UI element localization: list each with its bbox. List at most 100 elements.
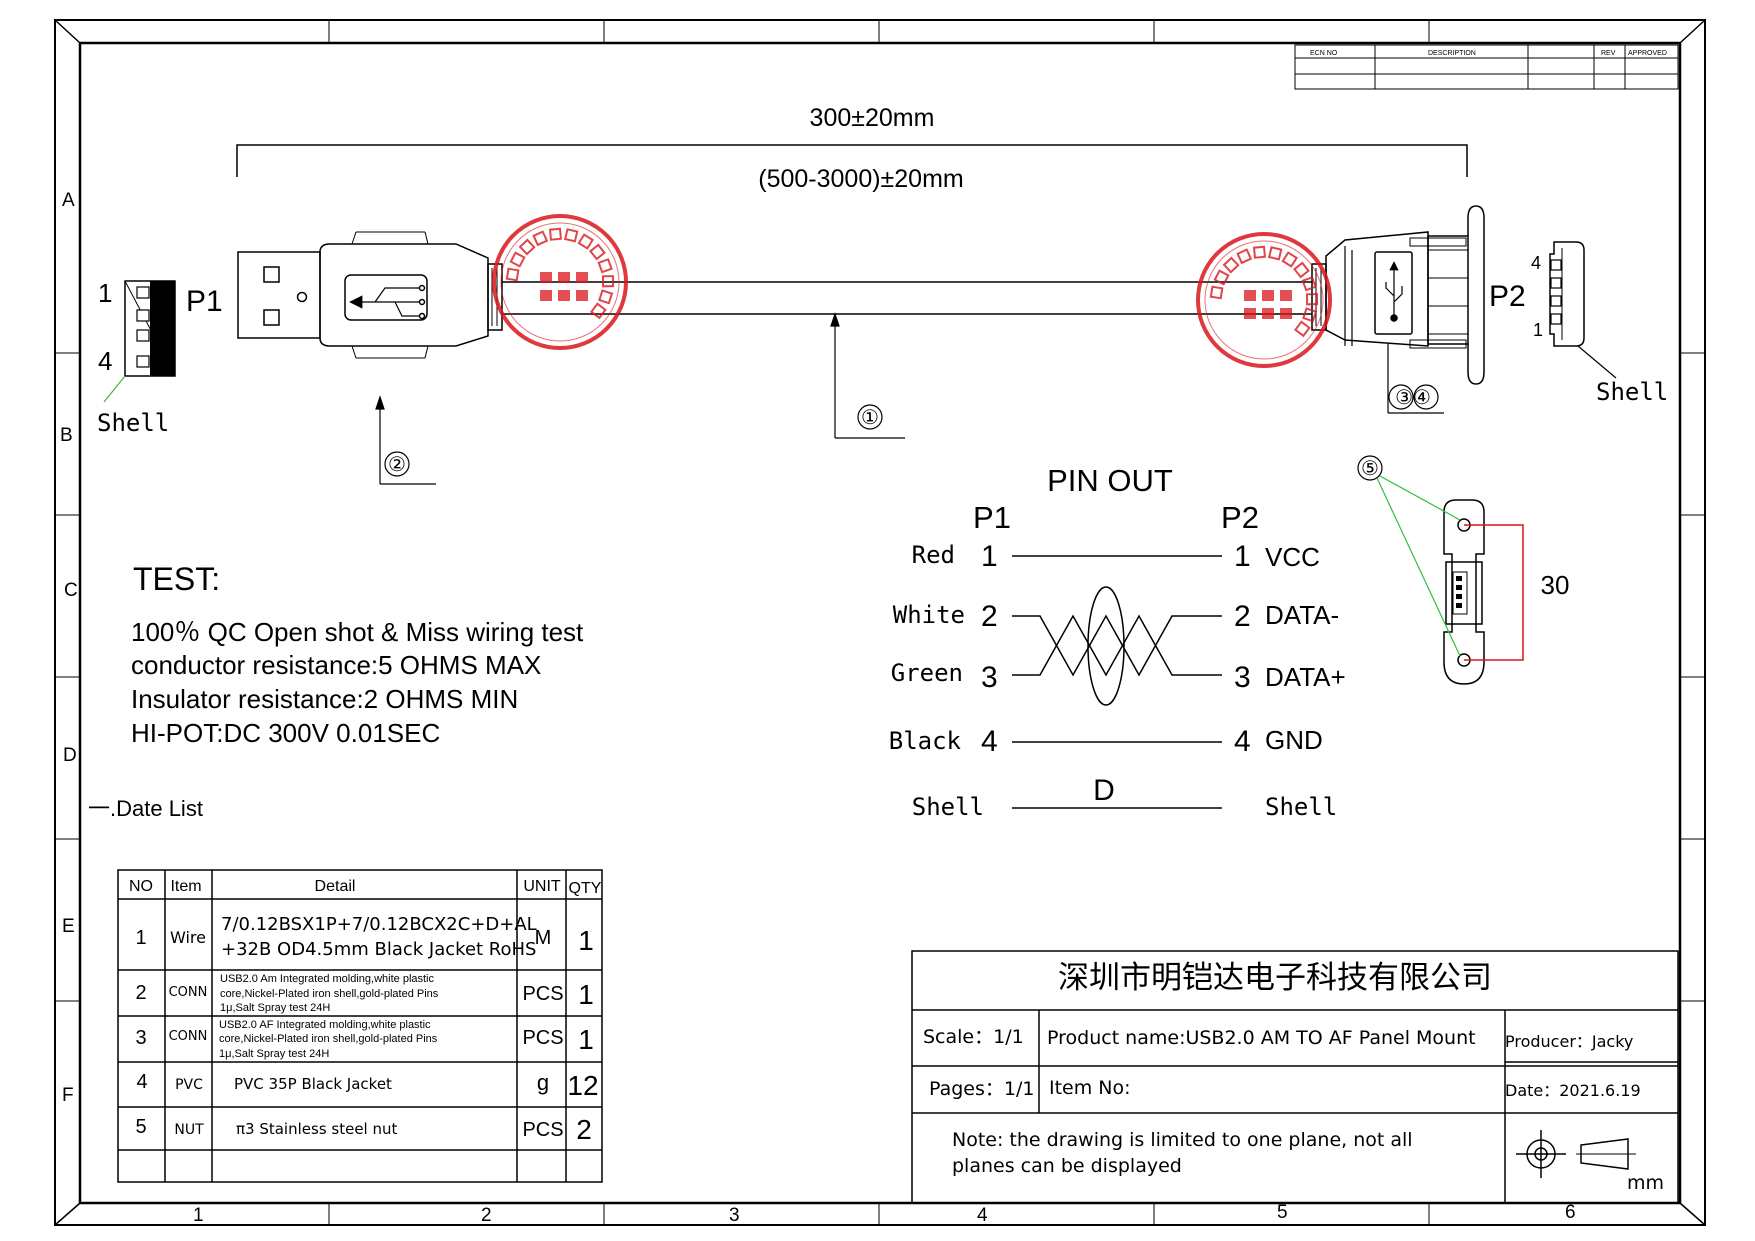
p2-pin-top: 4 xyxy=(1531,253,1541,273)
length-alt-label: (500-3000)±20mm xyxy=(758,165,963,193)
seal-glyph xyxy=(509,251,526,268)
seal-ring xyxy=(492,214,628,350)
bom-row-qty: 12 xyxy=(567,1070,598,1101)
bom-row-item: CONN xyxy=(169,1029,208,1044)
title-note-line: Note: the drawing is limited to one plan… xyxy=(952,1129,1413,1151)
p2-pin-bottom: 1 xyxy=(1533,320,1543,340)
bom-row: 5 NUT π3 Stainless steel nut PCS 2 xyxy=(135,1114,591,1145)
seal-glyph xyxy=(540,272,552,283)
pinout-title: PIN OUT xyxy=(1047,463,1173,498)
bom-header-item: Item xyxy=(170,878,201,895)
callout-labels: ① ② ③④ ⑤ xyxy=(388,385,1431,480)
inner-border xyxy=(78,41,1682,1205)
title-item-no: Item No: xyxy=(1049,1077,1131,1099)
seal-ring xyxy=(1196,232,1332,368)
pinout-signal-gnd: GND xyxy=(1265,725,1323,755)
bom-row-no: 4 xyxy=(136,1071,147,1093)
title-product-name: Product name:USB2.0 AM TO AF Panel Mount xyxy=(1047,1027,1476,1049)
pinout-wires xyxy=(1012,555,1222,809)
pinout-p1-header: P1 xyxy=(973,500,1011,535)
seal-glyph xyxy=(563,228,579,243)
zone-labels: A B C D E F 1 2 3 4 5 6 xyxy=(60,190,1576,1226)
bom-row: 4 PVC PVC 35P Black Jacket g 12 xyxy=(136,1070,598,1101)
seal-glyph xyxy=(1262,290,1274,301)
test-title: TEST: xyxy=(133,561,220,597)
seal-glyph xyxy=(589,302,607,320)
bom-header-detail: Detail xyxy=(315,878,356,895)
callout-2: ② xyxy=(388,452,406,476)
seal-glyph xyxy=(589,243,606,261)
title-unit: mm xyxy=(1627,1172,1664,1194)
usb-af-receptacle xyxy=(1311,205,1485,385)
drawing-frame xyxy=(54,19,1706,1226)
seal-inner-ring xyxy=(1204,240,1324,360)
date-list-label: 一.Date List xyxy=(88,796,203,821)
projection-symbol xyxy=(1516,1130,1636,1178)
title-producer: Producer：Jacky xyxy=(1505,1032,1633,1051)
length-dimension: 300±20mm (500-3000)±20mm xyxy=(236,104,1468,193)
seal-glyph xyxy=(1302,307,1318,323)
bom-row-unit: g xyxy=(537,1070,549,1095)
seal-glyph xyxy=(1305,293,1319,306)
rev-header-ecn: ECN NO xyxy=(1310,50,1338,57)
row-letter-d: D xyxy=(63,745,77,766)
row-letter-b: B xyxy=(60,425,73,446)
seal-glyph xyxy=(1209,285,1224,300)
bom-header-qty: QTY xyxy=(569,880,602,897)
col-number-5: 5 xyxy=(1277,1202,1288,1223)
seal-glyph xyxy=(540,290,552,301)
seal-glyph xyxy=(1293,261,1310,279)
seal-glyph xyxy=(1222,256,1240,274)
usb-a-plug xyxy=(237,231,503,359)
seal-glyph xyxy=(1236,248,1253,265)
bom-row-unit: M xyxy=(535,927,552,949)
p2-face-view: 4 1 P2 Shell xyxy=(1489,241,1668,406)
pinout-shell-right: Shell xyxy=(1265,793,1337,821)
col-number-6: 6 xyxy=(1565,1202,1576,1223)
pinout-p2-header: P2 xyxy=(1221,500,1259,535)
title-date: Date：2021.6.19 xyxy=(1505,1081,1641,1100)
seal-glyph xyxy=(558,272,570,283)
seal-glyph xyxy=(558,290,570,301)
callout-3-4: ③④ xyxy=(1395,385,1431,409)
pinout: PIN OUT P1 P2 Red White Green Black Shel… xyxy=(889,463,1346,821)
length-label: 300±20mm xyxy=(810,104,935,132)
seal-glyph xyxy=(532,230,549,247)
bom-row-no: 5 xyxy=(135,1116,146,1138)
seal-glyph xyxy=(518,238,536,256)
title-block: 深圳市明铠达电子科技有限公司 Scale：1/1 Product name:US… xyxy=(911,950,1679,1204)
pinout-color-red: Red xyxy=(912,541,955,569)
p1-face-view: 1 4 P1 Shell xyxy=(97,278,223,437)
bom-row-item: PVC xyxy=(175,1077,203,1093)
row-letter-e: E xyxy=(62,916,75,937)
pinout-signal-data-minus: DATA- xyxy=(1265,600,1339,630)
pinout-drain-label: D xyxy=(1093,774,1115,807)
row-letter-c: C xyxy=(64,580,78,601)
bom-row-item: CONN xyxy=(169,985,208,1000)
callout-1: ① xyxy=(861,405,879,429)
seal-glyph xyxy=(576,290,588,301)
seal-glyph xyxy=(1213,269,1230,286)
seal-glyph xyxy=(601,275,615,288)
row-letter-f: F xyxy=(62,1085,74,1106)
seal-inner-ring xyxy=(500,222,620,342)
callout-5: ⑤ xyxy=(1361,456,1379,480)
bom-row-detail-line: USB2.0 AF Integrated molding,white plast… xyxy=(219,1019,431,1031)
test-line-4: HI-POT:DC 300V 0.01SEC xyxy=(131,718,440,748)
panel-mount-detail: 30 xyxy=(1376,475,1569,685)
test-section: TEST: 100％ QC Open shot & Miss wiring te… xyxy=(88,561,584,821)
pinout-color-black: Black xyxy=(889,727,962,755)
pinout-p1-pin-4: 4 xyxy=(981,725,998,758)
p1-pin-last: 4 xyxy=(98,346,112,376)
bom-row-detail-line: 1μ,Salt Spray test 24H xyxy=(220,1002,330,1014)
seal-glyph xyxy=(1280,308,1292,319)
title-note-line: planes can be displayed xyxy=(952,1155,1182,1177)
bom-row-detail-line: PVC 35P Black Jacket xyxy=(234,1075,392,1093)
rev-header-rev: REV xyxy=(1601,50,1616,57)
col-number-3: 3 xyxy=(729,1205,740,1226)
seal-glyph xyxy=(598,289,614,305)
cable xyxy=(502,281,1312,315)
revision-table: ECN NO DESCRIPTION REV APPROVED xyxy=(1294,44,1679,90)
row-letter-a: A xyxy=(62,190,75,211)
test-line-2: conductor resistance:5 OHMS MAX xyxy=(131,650,541,680)
